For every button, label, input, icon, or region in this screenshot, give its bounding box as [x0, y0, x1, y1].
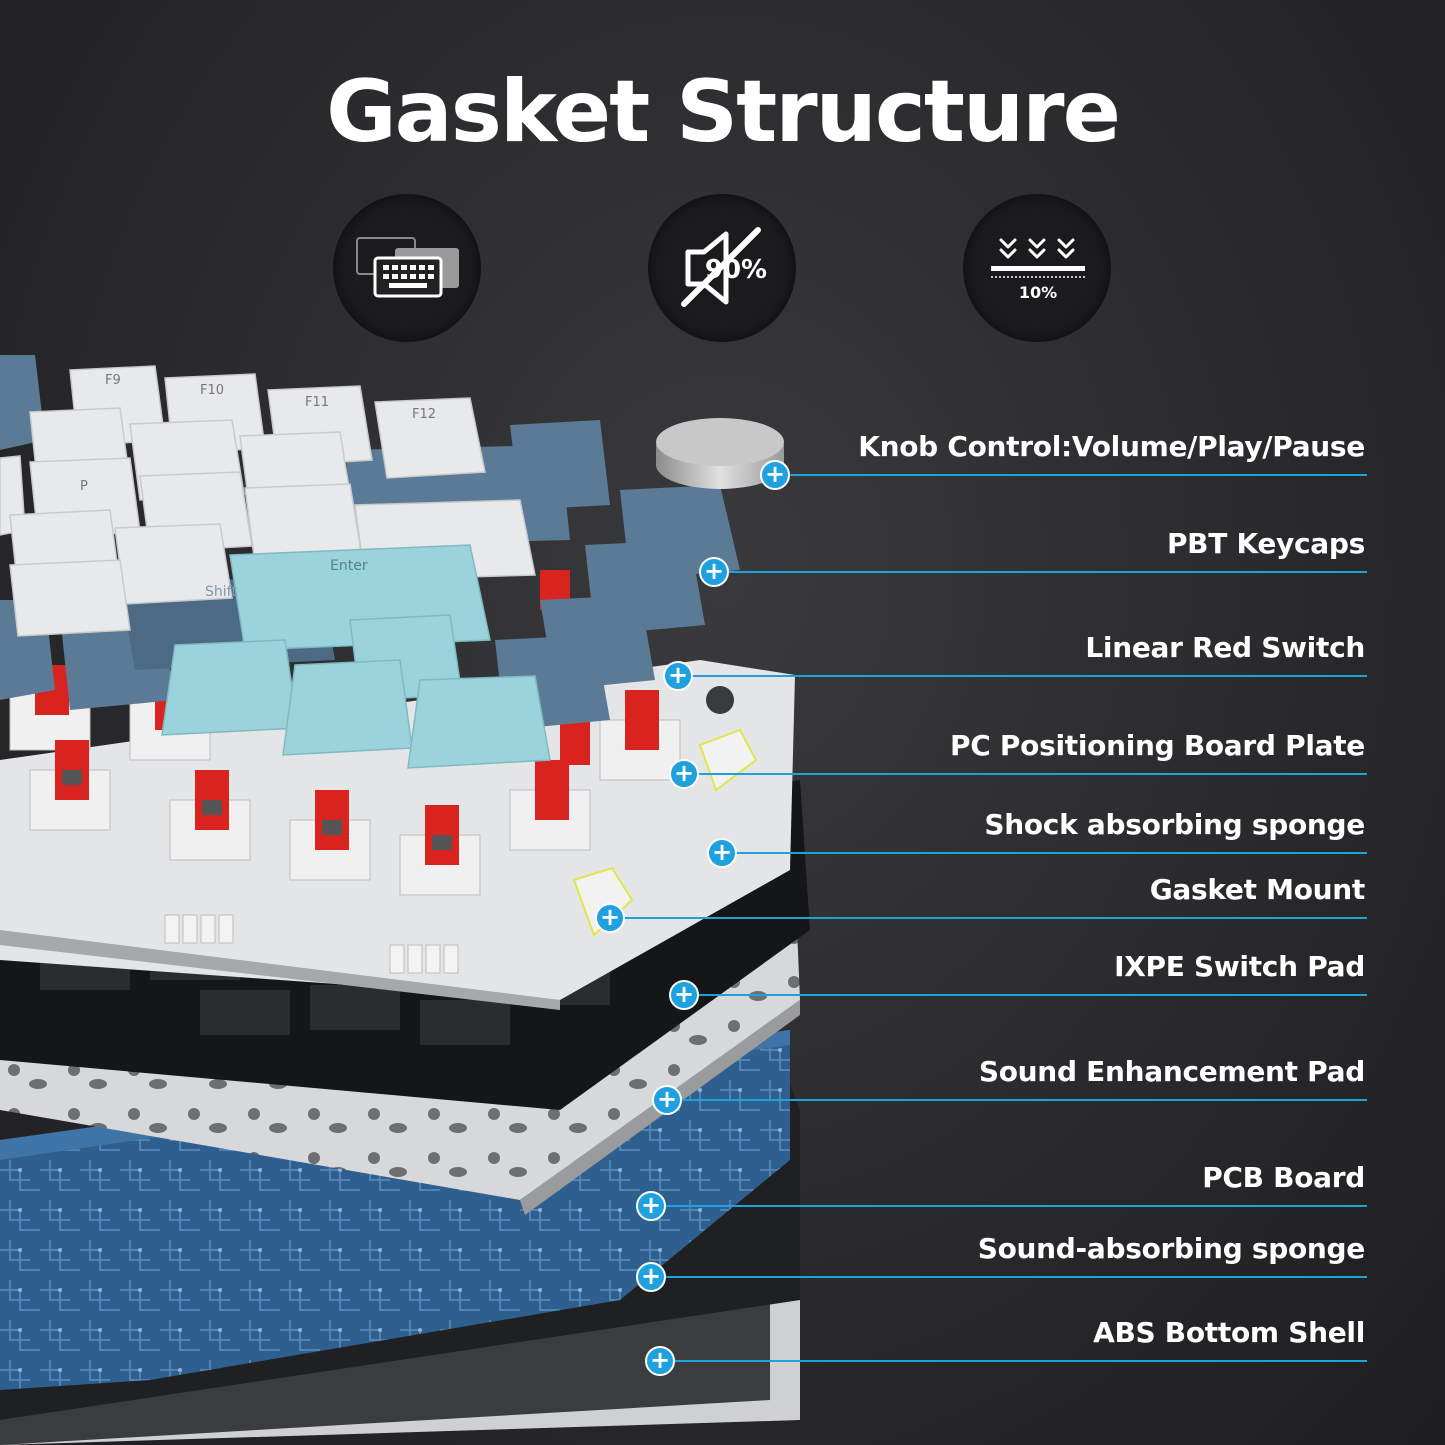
- keycap-legend: F9: [105, 373, 121, 388]
- component-label: Sound Enhancement Pad: [978, 1055, 1365, 1088]
- plus-icon: +: [760, 460, 790, 490]
- plus-icon: +: [669, 759, 699, 789]
- callout-line: [651, 1276, 1367, 1278]
- callout-line: [722, 852, 1367, 854]
- noise-reduction-icon: 90%: [648, 194, 796, 342]
- callout-line: [660, 1360, 1367, 1362]
- knob: [656, 418, 784, 489]
- keycap-legend: Shift: [205, 584, 237, 600]
- callout-line: [651, 1205, 1367, 1207]
- compression-icon: 10%: [963, 194, 1111, 342]
- keycap-legend: P: [80, 479, 88, 494]
- compression-value: 10%: [1019, 283, 1057, 302]
- component-label: PC Positioning Board Plate: [950, 729, 1365, 762]
- keyboard-icon: [333, 194, 481, 342]
- callout-line: [667, 1099, 1367, 1101]
- plus-icon: +: [595, 903, 625, 933]
- page-title: Gasket Structure: [326, 62, 1121, 162]
- component-label: Shock absorbing sponge: [984, 808, 1365, 841]
- callout-line: [714, 571, 1367, 573]
- exploded-keyboard-illustration: F9 F10 F11 F12 P Enter Shift: [0, 355, 810, 1445]
- component-label: ABS Bottom Shell: [1093, 1316, 1365, 1349]
- plus-icon: +: [645, 1346, 675, 1376]
- plus-icon: +: [636, 1262, 666, 1292]
- component-label: PCB Board: [1202, 1161, 1365, 1194]
- keycap-legend: F10: [200, 383, 224, 398]
- keycap-legend: F12: [412, 407, 436, 422]
- component-label: Linear Red Switch: [1085, 631, 1365, 664]
- keycap-legend: F11: [305, 395, 329, 410]
- component-label: IXPE Switch Pad: [1114, 950, 1365, 983]
- plus-icon: +: [699, 557, 729, 587]
- noise-reduction-value: 90%: [705, 255, 767, 285]
- linear-red-switches: [9, 570, 681, 896]
- component-label: Knob Control:Volume/Play/Pause: [858, 430, 1365, 463]
- gasket-mount: [572, 728, 758, 937]
- keycap-legend: Enter: [330, 558, 368, 574]
- callout-line: [684, 994, 1367, 996]
- plus-icon: +: [636, 1191, 666, 1221]
- callout-line: [678, 675, 1367, 677]
- plus-icon: +: [707, 838, 737, 868]
- component-label: Sound-absorbing sponge: [977, 1232, 1366, 1265]
- callout-line: [775, 474, 1367, 476]
- component-label: PBT Keycaps: [1166, 527, 1365, 560]
- callout-line: [684, 773, 1367, 775]
- callout-line: [610, 917, 1367, 919]
- plus-icon: +: [663, 661, 693, 691]
- component-label: Gasket Mount: [1149, 873, 1366, 906]
- plus-icon: +: [669, 980, 699, 1010]
- pbt-keycaps: F9 F10 F11 F12 P Enter Shift: [0, 355, 740, 769]
- plus-icon: +: [652, 1085, 682, 1115]
